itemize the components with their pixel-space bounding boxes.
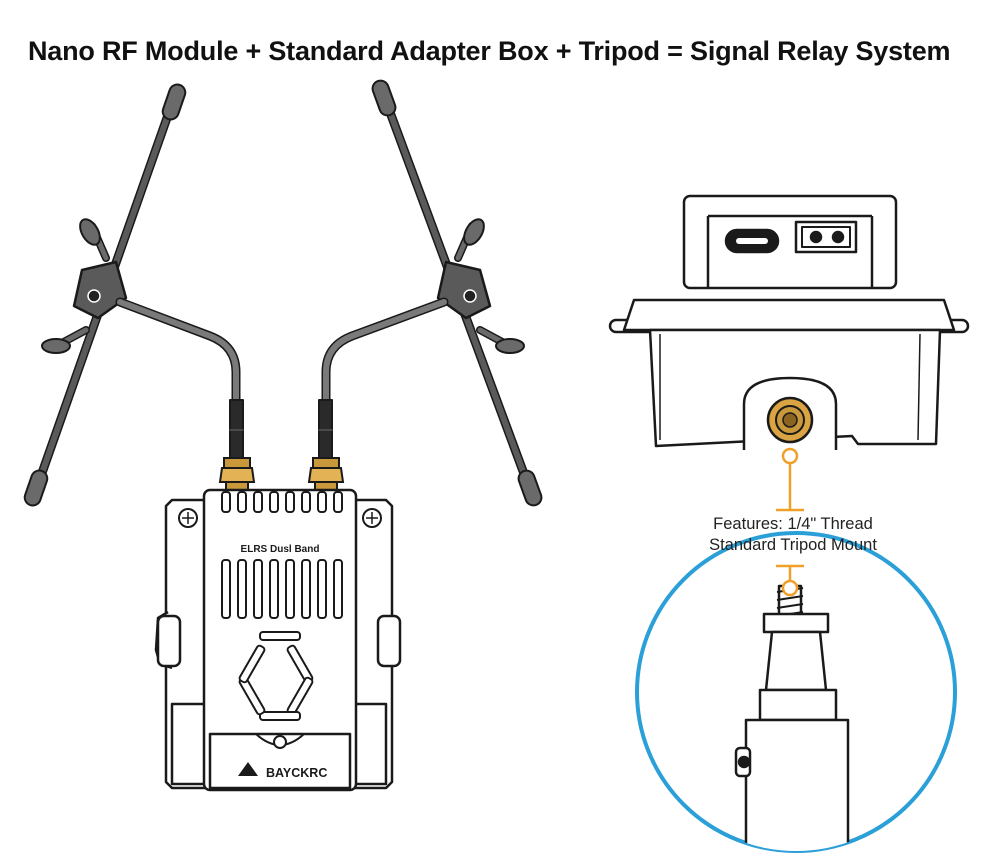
- right-antenna-icon: [318, 79, 543, 507]
- adapter-box-device: [608, 194, 970, 450]
- tripod-mount-device: [734, 584, 850, 851]
- module-label: ELRS Dusl Band: [241, 544, 320, 555]
- hex-logo-icon: [238, 631, 314, 721]
- callout-connector: [776, 447, 804, 597]
- sma-connector-right-icon: [307, 457, 345, 493]
- callout-line-1: Features: 1/4" Thread: [713, 515, 873, 533]
- left-antenna-icon: [23, 83, 244, 507]
- brand-label: BAYCKRC: [266, 766, 327, 780]
- feature-callout: Features: 1/4" Thread Standard Tripod Mo…: [686, 514, 900, 556]
- rf-module-device: [154, 488, 402, 792]
- page-title: Nano RF Module + Standard Adapter Box + …: [28, 36, 951, 66]
- callout-line-2: Standard Tripod Mount: [709, 536, 877, 554]
- bayckrc-logo-icon: [238, 762, 258, 776]
- sma-connector-left-icon: [218, 457, 256, 493]
- power-terminal-icon: [794, 220, 858, 254]
